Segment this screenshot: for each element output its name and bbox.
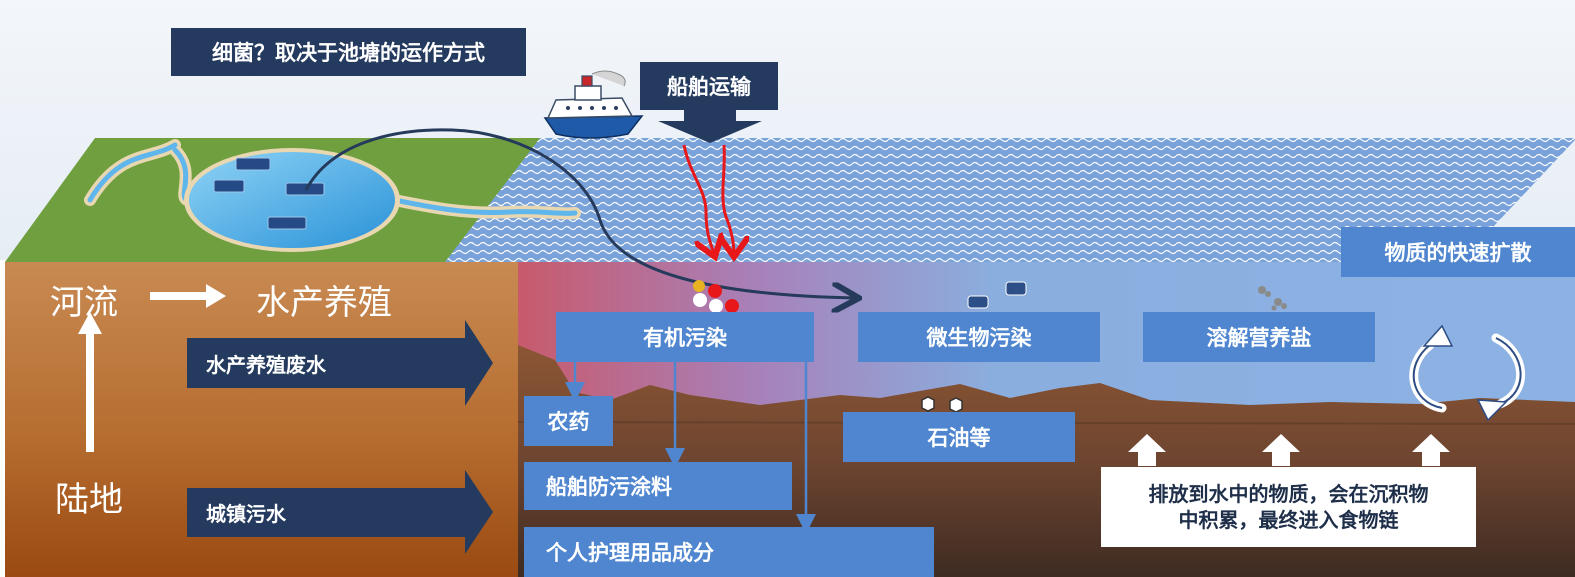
shipping-label: 船舶运输 <box>640 62 778 110</box>
sediment-accumulation-note: 排放到水中的物质，会在沉积物 中积累，最终进入食物链 <box>1101 467 1476 547</box>
ship-icon <box>543 70 644 139</box>
note-line-1: 排放到水中的物质，会在沉积物 <box>1148 482 1429 506</box>
cycle-icon-outline <box>1412 337 1522 409</box>
aquaculture-label: 水产养殖 <box>256 283 392 323</box>
rapid-diffusion-label: 物质的快速扩散 <box>1341 227 1575 277</box>
petroleum-box: 石油等 <box>843 412 1075 462</box>
pesticides-box: 农药 <box>524 396 613 446</box>
dissolved-nutrients-box: 溶解营养盐 <box>1143 312 1375 362</box>
urban-sewage-label: 城镇污水 <box>206 501 286 526</box>
organic-pollution-box: 有机污染 <box>556 312 814 362</box>
note-line-2: 中积累，最终进入食物链 <box>1178 508 1399 532</box>
land-label: 陆地 <box>55 480 123 520</box>
aquaculture-wastewater-label: 水产养殖废水 <box>206 352 326 377</box>
antifouling-coating-box: 船舶防污涂料 <box>524 462 792 510</box>
microbe-icon <box>967 281 1027 309</box>
personal-care-box: 个人护理用品成分 <box>524 527 934 577</box>
organic-particles-icon <box>693 280 739 313</box>
nutrient-specks-icon <box>1258 286 1287 311</box>
microbial-pollution-box: 微生物污染 <box>858 312 1100 362</box>
oil-droplet-icon <box>921 396 963 413</box>
pond-bacteria-title: 细菌？取决于池塘的运作方式 <box>171 28 526 76</box>
river-label: 河流 <box>50 283 118 323</box>
